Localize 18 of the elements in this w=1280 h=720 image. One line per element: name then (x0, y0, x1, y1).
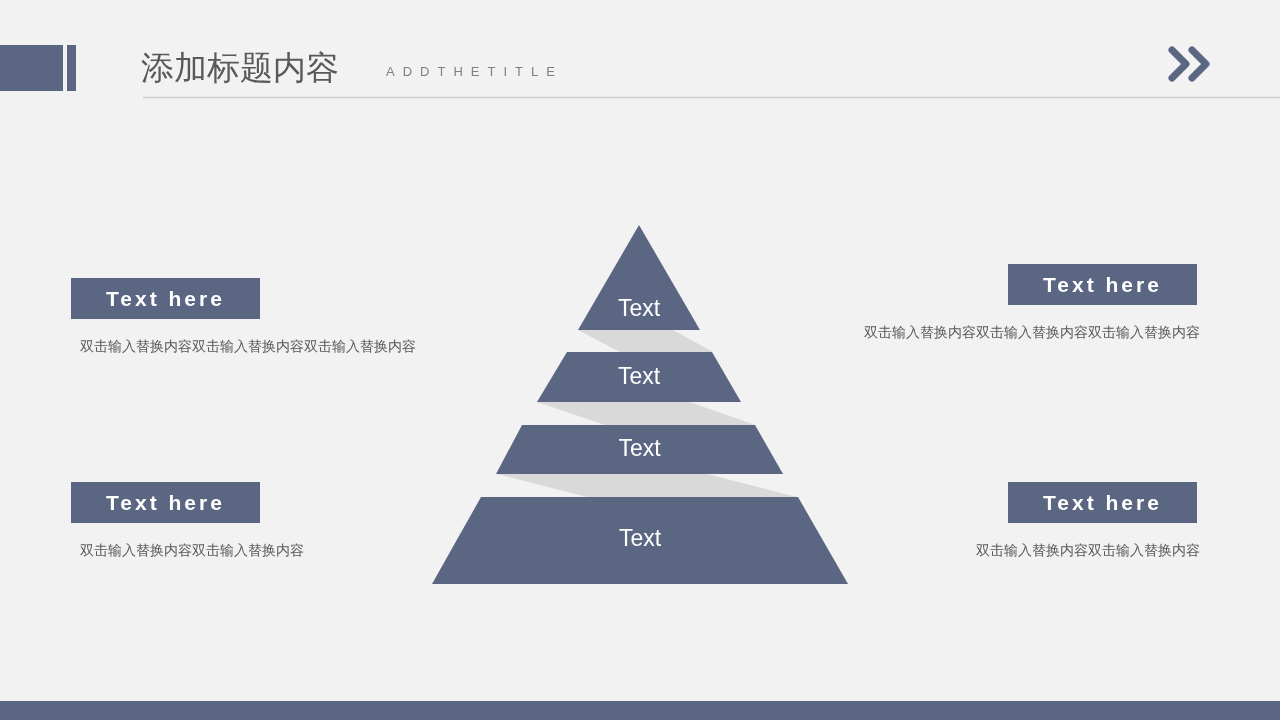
body-text: 双击输入替换内容双击输入替换内容 (80, 541, 305, 560)
level-label: Text (616, 363, 662, 390)
level-label: Text (616, 295, 662, 322)
pyramid-level (537, 352, 741, 402)
header-label: Text here (71, 482, 260, 523)
pyramid-level (578, 225, 700, 330)
level-label: Text (617, 525, 663, 552)
header-label: Text here (1008, 264, 1197, 305)
header-label: Text here (1008, 482, 1197, 523)
level-label: Text (617, 435, 662, 462)
subtitle: ADDTHETITLE (386, 64, 563, 79)
title: 添加标题内容 (141, 47, 339, 89)
pyramid-level (496, 425, 783, 474)
body-text: 双击输入替换内容双击输入替换内容双击输入替换内容 (80, 337, 417, 356)
body-text: 双击输入替换内容双击输入替换内容双击输入替换内容 (863, 323, 1200, 342)
body-text: 双击输入替换内容双击输入替换内容 (975, 541, 1200, 560)
pyramid-level (432, 497, 848, 584)
header-label: Text here (71, 278, 260, 319)
